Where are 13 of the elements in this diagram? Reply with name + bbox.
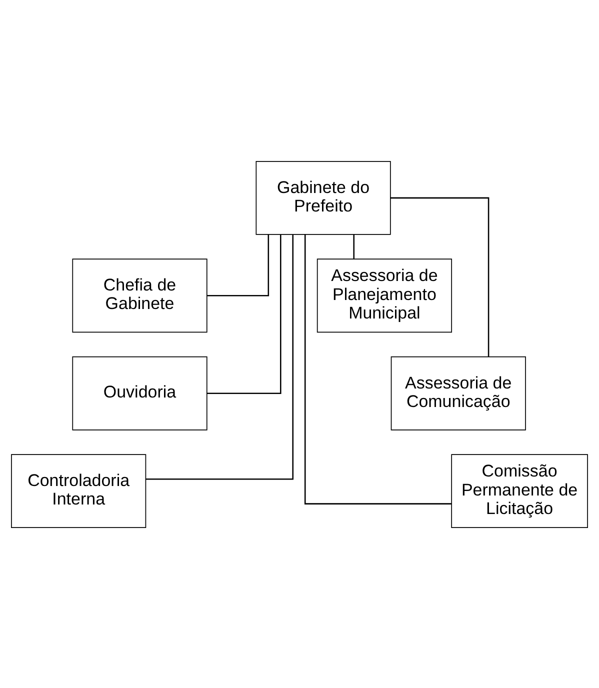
- node-box: Ouvidoria: [72, 356, 208, 430]
- connector: [390, 196, 490, 356]
- node-box: Gabinete do Prefeito: [256, 160, 391, 234]
- connector: [353, 234, 355, 259]
- connector: [304, 234, 452, 504]
- connector: [146, 234, 294, 480]
- connector: [206, 234, 282, 394]
- node-box: Assessoria de Comunicação: [390, 356, 526, 430]
- connector: [207, 234, 270, 296]
- node-box: Assessoria de Planejamento Municipal: [316, 258, 452, 332]
- node-box: Chefia de Gabinete: [72, 258, 208, 332]
- node-box: Controladoria Interna: [11, 454, 146, 528]
- node-box: Comissão Permanente de Licitação: [451, 454, 588, 528]
